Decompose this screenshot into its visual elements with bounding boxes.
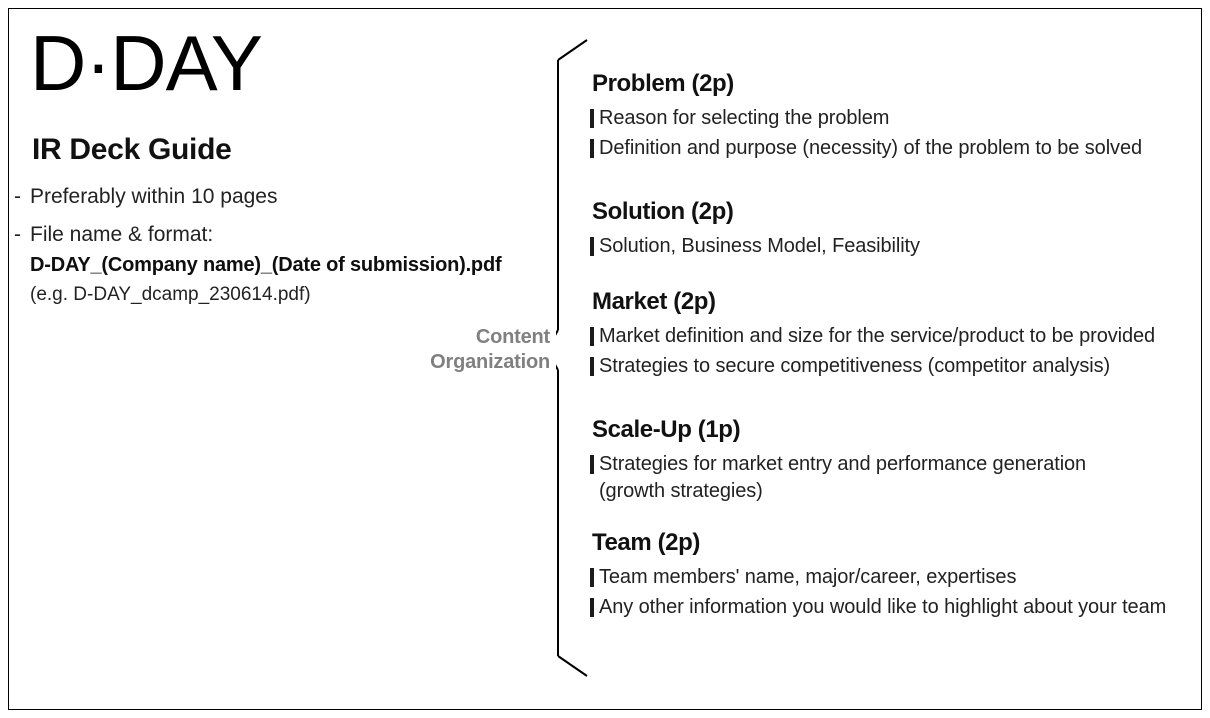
note-dash-marker: - xyxy=(14,185,21,208)
section-title: Team (2p) xyxy=(592,529,700,556)
bullet-bar-icon xyxy=(590,237,594,256)
bullet-text: Strategies to secure competitiveness (co… xyxy=(599,355,1111,377)
bullet-text: Team members' name, major/career, expert… xyxy=(599,566,1017,588)
guide-note-list: -Preferably within 10 pages-File name & … xyxy=(14,182,534,318)
bullet-bar-icon xyxy=(590,139,594,158)
left-column: D·DAY IR Deck Guide -Preferably within 1… xyxy=(0,0,545,718)
content-organization-column: Problem (2p) Reason for selecting the pro… xyxy=(590,0,1202,718)
guide-note-item: -Preferably within 10 pages xyxy=(14,182,534,212)
bullet-bar-icon xyxy=(590,357,594,376)
bullet-item: Solution, Business Model, Feasibility xyxy=(590,233,1202,260)
content-section: Team (2p) Team members' name, major/caree… xyxy=(590,529,1202,624)
bullet-bar-icon xyxy=(590,455,594,474)
bullet-item: Any other information you would like to … xyxy=(590,594,1202,621)
content-section: Scale-Up (1p) Strategies for market entry… xyxy=(590,416,1202,508)
bullet-text: Reason for selecting the problem xyxy=(599,107,890,129)
content-organization-label-line2: Organization xyxy=(430,351,550,373)
note-line: File name & format: xyxy=(30,223,214,246)
content-section: Solution (2p) Solution, Business Model, F… xyxy=(590,198,1202,263)
bullet-item: Strategies to secure competitiveness (co… xyxy=(590,353,1202,380)
content-section: Problem (2p) Reason for selecting the pro… xyxy=(590,70,1202,165)
bullet-text: Solution, Business Model, Feasibility xyxy=(599,235,920,257)
content-organization-label: Content Organization xyxy=(398,325,550,375)
bullet-bar-icon xyxy=(590,327,594,346)
note-line: D-DAY_(Company name)_(Date of submission… xyxy=(30,254,502,276)
section-title: Problem (2p) xyxy=(592,70,734,97)
bullet-item: Reason for selecting the problem xyxy=(590,105,1202,132)
dday-logo: D·DAY xyxy=(30,19,263,107)
content-section: Market (2p) Market definition and size fo… xyxy=(590,288,1202,383)
content-organization-label-line1: Content xyxy=(475,326,550,348)
bullet-text: Definition and purpose (necessity) of th… xyxy=(599,137,1142,159)
page-title: IR Deck Guide xyxy=(32,133,232,166)
note-body: Preferably within 10 pages xyxy=(30,182,534,212)
note-body: File name & format: D-DAY_(Company name)_… xyxy=(30,220,534,310)
bullet-bar-icon xyxy=(590,109,594,128)
note-dash-marker: - xyxy=(14,223,21,246)
guide-note-item: -File name & format: D-DAY_(Company name)… xyxy=(14,220,534,310)
bullet-text: Market definition and size for the servi… xyxy=(599,325,1156,347)
bullet-text: Strategies for market entry and performa… xyxy=(599,453,1087,475)
bullet-text: Any other information you would like to … xyxy=(599,596,1167,618)
left-curly-brace-icon xyxy=(556,38,590,678)
section-title: Solution (2p) xyxy=(592,198,734,225)
note-line: Preferably within 10 pages xyxy=(30,185,278,208)
section-title: Market (2p) xyxy=(592,288,716,315)
bullet-item: Definition and purpose (necessity) of th… xyxy=(590,135,1202,162)
note-line: (e.g. D-DAY_dcamp_230614.pdf) xyxy=(30,284,311,305)
bullet-bar-icon xyxy=(590,568,594,587)
bullet-item: Strategies for market entry and performa… xyxy=(590,451,1202,505)
bullet-bar-icon xyxy=(590,598,594,617)
bullet-item: Market definition and size for the servi… xyxy=(590,323,1202,350)
bullet-continuation-text: (growth strategies) xyxy=(599,480,763,502)
section-title: Scale-Up (1p) xyxy=(592,416,741,443)
bullet-item: Team members' name, major/career, expert… xyxy=(590,564,1202,591)
